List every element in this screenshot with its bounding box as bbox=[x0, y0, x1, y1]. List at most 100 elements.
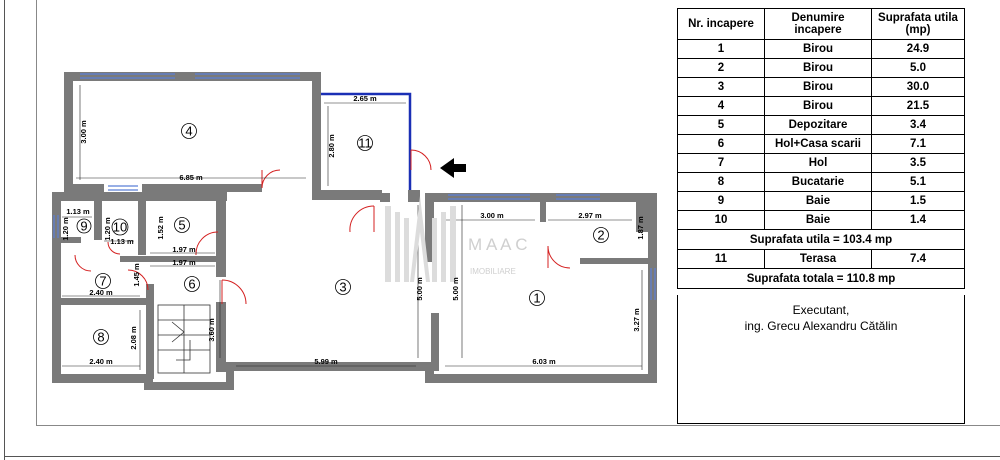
dim-room8-height: 2.08 m bbox=[129, 326, 138, 350]
cell-name: Hol bbox=[764, 153, 872, 173]
header-room-area: Suprafata utila (mp) bbox=[871, 8, 965, 40]
cell-area: 3.5 bbox=[871, 153, 965, 173]
cell-area: 1.4 bbox=[871, 210, 965, 230]
subtotal-text: Suprafata utila = 103.4 mp bbox=[677, 229, 965, 250]
dim-room7-width: 2.40 m bbox=[89, 288, 113, 297]
terrace-outline bbox=[321, 92, 412, 190]
room-label-11: 11 bbox=[358, 136, 372, 151]
cell-name: Birou bbox=[764, 77, 872, 97]
header-room-name: Denumire incapere bbox=[764, 8, 872, 40]
table-row: 4 Birou 21.5 bbox=[677, 96, 965, 116]
sheet-border-outer-bottom bbox=[4, 456, 1000, 457]
cell-name: Depozitare bbox=[764, 115, 872, 135]
room-label-1: 1 bbox=[533, 291, 540, 306]
dim-room5-height: 1.52 m bbox=[156, 216, 165, 240]
cell-area: 5.1 bbox=[871, 172, 965, 192]
room-label-7: 7 bbox=[99, 274, 106, 289]
dimension-lines bbox=[62, 85, 643, 370]
executant-block: Executant, ing. Grecu Alexandru Cătălin bbox=[677, 302, 965, 334]
sheet-border-left bbox=[4, 0, 5, 460]
cell-area: 7.1 bbox=[871, 134, 965, 154]
header-room-number: Nr. incapere bbox=[677, 8, 765, 40]
watermark-brand: M A A C bbox=[468, 235, 528, 254]
table-row: 8 Bucatarie 5.1 bbox=[677, 172, 965, 192]
signature-box bbox=[677, 295, 965, 424]
table-row: 9 Baie 1.5 bbox=[677, 191, 965, 211]
room-label-2: 2 bbox=[597, 228, 604, 243]
cell-area: 30.0 bbox=[871, 77, 965, 97]
table-header-row: Nr. incapere Denumire incapere Suprafata… bbox=[677, 8, 965, 40]
cell-name: Baie bbox=[764, 210, 872, 230]
cell-nr: 4 bbox=[677, 96, 765, 116]
dim-room6-height: 3.60 m bbox=[207, 318, 216, 342]
cell-name: Bucatarie bbox=[764, 172, 872, 192]
dim-room11-height: 2.80 m bbox=[327, 134, 336, 158]
cell-name: Birou bbox=[764, 96, 872, 116]
room-numbers: 4 11 9 10 5 7 6 3 2 1 8 bbox=[76, 123, 609, 345]
dim-room10-height: 1.20 m bbox=[103, 217, 112, 241]
room-label-8: 8 bbox=[97, 330, 104, 345]
dim-room4-height: 3.00 m bbox=[79, 120, 88, 144]
executant-title: Executant, bbox=[792, 303, 850, 317]
cell-nr: 2 bbox=[677, 58, 765, 78]
windows bbox=[53, 73, 656, 300]
dim-room9-height: 1.20 m bbox=[61, 217, 70, 241]
dim-room10-width: 1.13 m bbox=[110, 237, 134, 246]
dim-room4-width: 6.85 m bbox=[179, 173, 203, 182]
dim-room2-height: 1.87 m bbox=[636, 216, 645, 240]
table-row: 6 Hol+Casa scarii 7.1 bbox=[677, 134, 965, 154]
cell-nr: 3 bbox=[677, 77, 765, 97]
dim-room9-width: 1.13 m bbox=[66, 207, 90, 216]
dim-room1-side-height: 3.27 m bbox=[632, 308, 641, 332]
table-row: 2 Birou 5.0 bbox=[677, 58, 965, 78]
room-label-6: 6 bbox=[188, 277, 195, 292]
dim-room6-width: 1.97 m bbox=[172, 258, 196, 267]
table-row: 1 Birou 24.9 bbox=[677, 39, 965, 59]
total-row: Suprafata totala = 110.8 mp bbox=[677, 268, 965, 289]
dim-room3-height: 5.00 m bbox=[415, 277, 424, 301]
doors bbox=[74, 149, 571, 305]
floor-plan-drawing: M A A C IMOBILIARE 4 11 9 10 5 7 6 3 2 bbox=[52, 72, 657, 390]
watermark-subtitle: IMOBILIARE bbox=[470, 267, 516, 276]
dim-room1-width: 6.03 m bbox=[532, 357, 556, 366]
room-label-3: 3 bbox=[339, 280, 346, 295]
staircase bbox=[157, 304, 211, 374]
table-row: 3 Birou 30.0 bbox=[677, 77, 965, 97]
sheet-border-bottom bbox=[36, 425, 1000, 426]
cell-name: Hol+Casa scarii bbox=[764, 134, 872, 154]
dim-room5-width: 1.97 m bbox=[172, 245, 196, 254]
cell-nr: 6 bbox=[677, 134, 765, 154]
cell-name: Birou bbox=[764, 58, 872, 78]
cell-nr: 11 bbox=[677, 249, 765, 269]
cell-nr: 5 bbox=[677, 115, 765, 135]
dim-room1-height: 5.00 m bbox=[451, 277, 460, 301]
table-row: 5 Depozitare 3.4 bbox=[677, 115, 965, 135]
cell-area: 24.9 bbox=[871, 39, 965, 59]
dimension-labels: 3.00 m 6.85 m 2.65 m 2.80 m 1.13 m 1.20 … bbox=[61, 94, 645, 366]
walls bbox=[52, 72, 657, 390]
cell-nr: 8 bbox=[677, 172, 765, 192]
dim-room11-width: 2.65 m bbox=[353, 94, 377, 103]
table-row: 10 Baie 1.4 bbox=[677, 210, 965, 230]
cell-name: Terasa bbox=[764, 249, 872, 269]
table-row: 7 Hol 3.5 bbox=[677, 153, 965, 173]
subtotal-row: Suprafata utila = 103.4 mp bbox=[677, 229, 965, 250]
cell-area: 21.5 bbox=[871, 96, 965, 116]
cell-area: 5.0 bbox=[871, 58, 965, 78]
dim-room2-width: 2.97 m bbox=[578, 211, 602, 220]
room-area-table: Nr. incapere Denumire incapere Suprafata… bbox=[677, 8, 965, 289]
entrance-arrow-icon bbox=[440, 158, 466, 178]
room-label-5: 5 bbox=[178, 218, 185, 233]
cell-area: 3.4 bbox=[871, 115, 965, 135]
cell-area: 7.4 bbox=[871, 249, 965, 269]
terrace-row: 11 Terasa 7.4 bbox=[677, 249, 965, 269]
cell-area: 1.5 bbox=[871, 191, 965, 211]
cell-nr: 10 bbox=[677, 210, 765, 230]
cell-nr: 9 bbox=[677, 191, 765, 211]
cell-name: Baie bbox=[764, 191, 872, 211]
cell-nr: 7 bbox=[677, 153, 765, 173]
dim-room1-top-width: 3.00 m bbox=[480, 211, 504, 220]
watermark: M A A C IMOBILIARE bbox=[385, 196, 528, 282]
executant-name: ing. Grecu Alexandru Cătălin bbox=[744, 319, 898, 333]
